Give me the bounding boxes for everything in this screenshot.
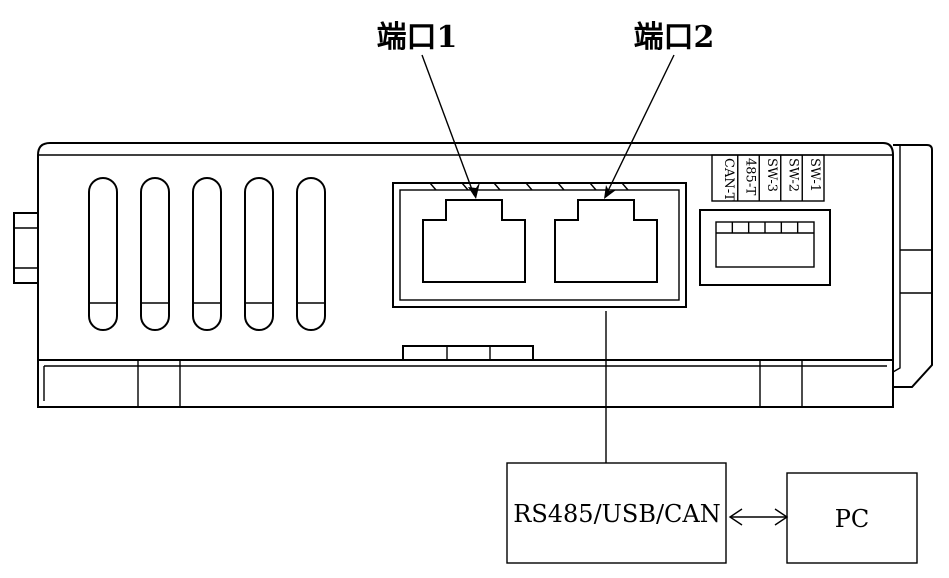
vent-slot bbox=[244, 177, 274, 331]
port1-arrow-icon bbox=[468, 182, 480, 199]
pc-box-label: PC bbox=[835, 505, 870, 533]
pc-box: PC bbox=[786, 472, 918, 564]
port-frame bbox=[392, 182, 687, 308]
vent-slot bbox=[140, 177, 170, 331]
rj45-port-1 bbox=[422, 199, 526, 283]
port2-arrow-icon bbox=[604, 185, 616, 199]
vent-slot bbox=[296, 177, 326, 331]
dip-switch-label: 485-T bbox=[743, 158, 758, 196]
interface-box: RS485/USB/CAN bbox=[506, 462, 727, 564]
port2-leader-line bbox=[605, 54, 675, 196]
port1-leader-line bbox=[421, 54, 475, 196]
vent-slots bbox=[88, 177, 326, 331]
dip-switch-label: CAN-T bbox=[721, 158, 736, 202]
dip-switch-label: SW-3 bbox=[764, 158, 779, 192]
bottom-connector bbox=[402, 345, 534, 361]
left-mount-tab bbox=[13, 212, 39, 300]
port1-label: 端口1 bbox=[377, 20, 458, 55]
vent-slot bbox=[192, 177, 222, 331]
bidirectional-arrow-icon bbox=[728, 508, 789, 526]
dip-switch-label: SW-1 bbox=[807, 158, 822, 192]
port2-label: 端口2 bbox=[634, 20, 715, 55]
base-rail bbox=[37, 359, 894, 408]
interface-box-label: RS485/USB/CAN bbox=[513, 500, 721, 528]
dip-switch-label-block: SW-1 SW-2 SW-3 485-T CAN-T bbox=[711, 154, 825, 202]
dip-switch-label: SW-2 bbox=[786, 158, 801, 192]
right-side-bracket bbox=[892, 144, 933, 388]
vent-slot bbox=[88, 177, 118, 331]
rj45-port-2 bbox=[554, 199, 658, 283]
dip-switch bbox=[699, 209, 831, 286]
